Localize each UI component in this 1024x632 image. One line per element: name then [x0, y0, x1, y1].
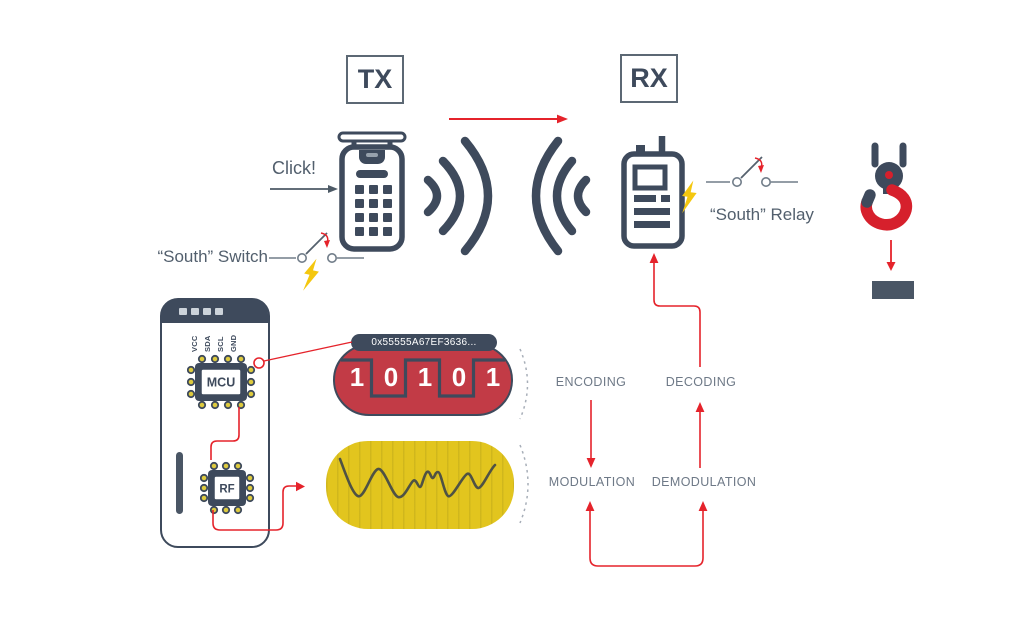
lightning-bolt-icon: [682, 180, 697, 214]
click-label: Click!: [272, 158, 316, 178]
walkie-talkie-receiver-icon: [621, 136, 685, 249]
lightning-bolt-icon: [303, 258, 319, 291]
header-dot: [203, 308, 211, 315]
analog-signal-capsule: [326, 441, 514, 529]
header-dot: [179, 308, 187, 315]
analog-wave: [338, 457, 497, 499]
decoding-to-rx-arrow: [649, 253, 701, 367]
load-block: [872, 281, 914, 299]
bit-value: 1: [485, 362, 501, 392]
header-dot: [215, 308, 223, 315]
chevron-dashed: [519, 348, 529, 420]
square-wave: [341, 358, 505, 398]
south-switch-label: “South” Switch: [157, 247, 268, 266]
bit-value: 1: [349, 362, 365, 392]
header-dot: [191, 308, 199, 315]
hook-drop-arrow: [886, 240, 896, 271]
rx-label: RX: [630, 63, 668, 93]
rf-chip-label: RF: [219, 484, 234, 496]
tx-box: TX: [346, 55, 404, 104]
stage-decoding: DECODING: [665, 375, 737, 389]
digital-signal-capsule: 1 0 1 0 1 0x55555A67EF3636...: [333, 334, 513, 416]
stage-encoding: ENCODING: [555, 375, 627, 389]
circuit-board: VCC SDA SCL GND MCU R: [160, 298, 270, 548]
bit-value: 0: [451, 362, 467, 392]
switch-icon: [269, 232, 364, 263]
mcu-chip-icon: MCU: [187, 354, 256, 410]
board-header: [161, 299, 268, 323]
stage-demodulation: DEMODULATION: [651, 475, 757, 489]
click-arrow: [270, 185, 338, 193]
bit-value: 1: [417, 362, 433, 392]
radio-waves-icon: [423, 136, 591, 256]
crane-hook-icon: [860, 142, 913, 231]
pin-label-scl: SCL: [216, 336, 225, 352]
tx-label: TX: [357, 64, 393, 94]
remote-transmitter-icon: [337, 131, 407, 252]
relay-switch-icon: [706, 156, 798, 187]
channel-loop-arrows: [585, 501, 708, 567]
encoding-to-modulation-arrow: [586, 400, 596, 468]
board-slot: [176, 452, 183, 514]
demodulation-to-decoding-arrow: [695, 402, 705, 468]
hex-payload-pill: 0x55555A67EF3636...: [351, 334, 497, 351]
pin-label-sda: SDA: [203, 335, 212, 352]
rf-chip-icon: RF: [200, 461, 255, 515]
pin-label-gnd: GND: [229, 334, 238, 352]
chevron-dashed: [519, 444, 529, 524]
mcu-chip-label: MCU: [207, 376, 235, 390]
tx-to-rx-arrow: [449, 114, 568, 124]
rx-box: RX: [620, 54, 678, 103]
pin-label-vcc: VCC: [190, 335, 199, 352]
south-relay-label: “South” Relay: [710, 205, 814, 224]
bit-value: 0: [383, 362, 399, 392]
stage-modulation: MODULATION: [548, 475, 636, 489]
